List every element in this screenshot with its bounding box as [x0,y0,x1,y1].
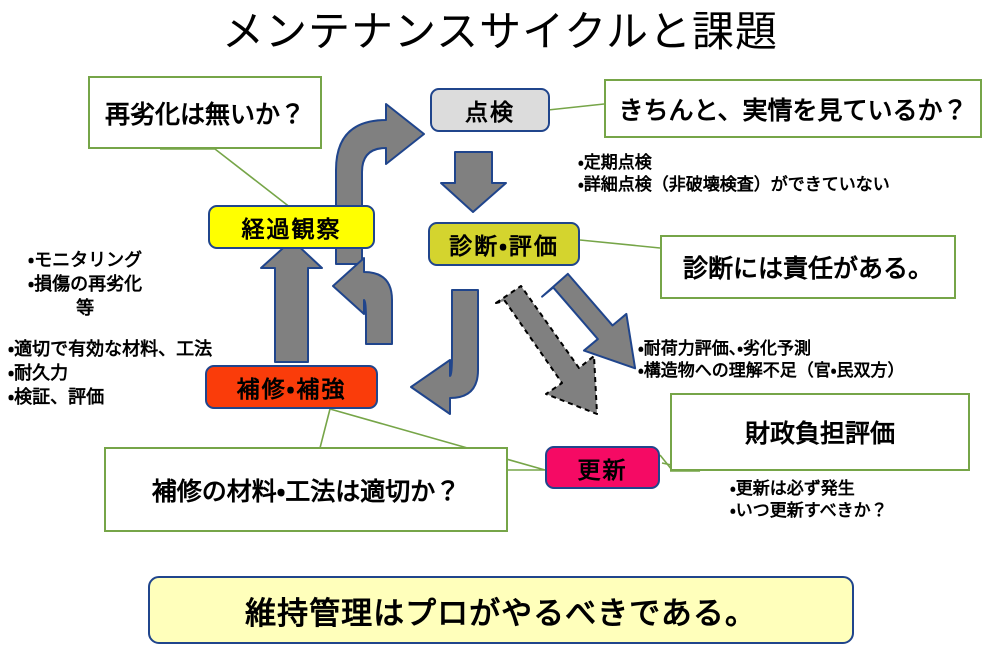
node-inspection[interactable]: 点検 [430,88,550,132]
connector-actual-condition [547,103,605,111]
arrow-to-repair [410,289,479,415]
note-line: ・検証、評価 [8,386,105,407]
connector-repair-material-a [300,408,331,449]
arrow-dashed-to-renew [495,285,598,415]
note-line: ・更新は必ず発生 [730,479,855,498]
note-line: ・耐荷力評価、・劣化予測 [638,339,812,358]
note-line: 等 [76,297,95,318]
arrow-repair-to-observe [260,239,323,363]
notes-renewal: ・更新は必ず発生 ・いつ更新すべきか？ [730,478,888,523]
arrow-loop-to-observe [332,257,393,345]
callout-redegradation: 再劣化は無いか？ [88,76,322,149]
note-line: ・構造物への理解不足（官・民双方） [638,361,905,381]
note-line: ・損傷の再劣化 [28,273,143,294]
callout-responsibility: 診断には責任がある。 [660,235,956,299]
note-line: ・定期点検 [578,153,652,172]
callout-repair-material: 補修の材料・工法は適切か？ [104,447,508,532]
note-line: ・耐久力 [8,362,69,383]
note-line: ・適切で有効な材料、工法 [8,339,213,359]
connector-redegradation [160,148,301,216]
callout-actual-condition: きちんと、実情を見ているか？ [604,79,982,138]
note-line: ・詳細点検（非破壊検査）ができていない [578,175,890,195]
notes-diagnosis: ・耐荷力評価、・劣化予測 ・構造物への理解不足（官・民双方） [638,338,905,383]
notes-inspection: ・定期点検 ・詳細点検（非破壊検査）ができていない [578,152,890,197]
summary-banner: 維持管理はプロがやるべきである。 [148,576,854,644]
node-repair[interactable]: 補修・補強 [205,365,378,409]
page-title: メンテナンスサイクルと課題 [221,8,779,55]
notes-repair: ・適切で有効な材料、工法 ・耐久力 ・検証、評価 [8,338,212,409]
note-line: ・いつ更新すべきか？ [730,501,888,521]
arrow-inspect-to-diagnose [440,151,507,213]
callout-finance: 財政負担評価 [670,393,970,471]
note-line: ・モニタリング [28,250,143,270]
node-diagnosis[interactable]: 診断・評価 [428,222,580,266]
arrow-diagnose-to-renew [541,272,637,370]
notes-observation: ・モニタリング ・損傷の再劣化 等 [28,249,142,320]
node-observation[interactable]: 経過観察 [208,205,375,249]
connector-responsibility [579,239,661,249]
node-renewal[interactable]: 更新 [545,446,660,489]
